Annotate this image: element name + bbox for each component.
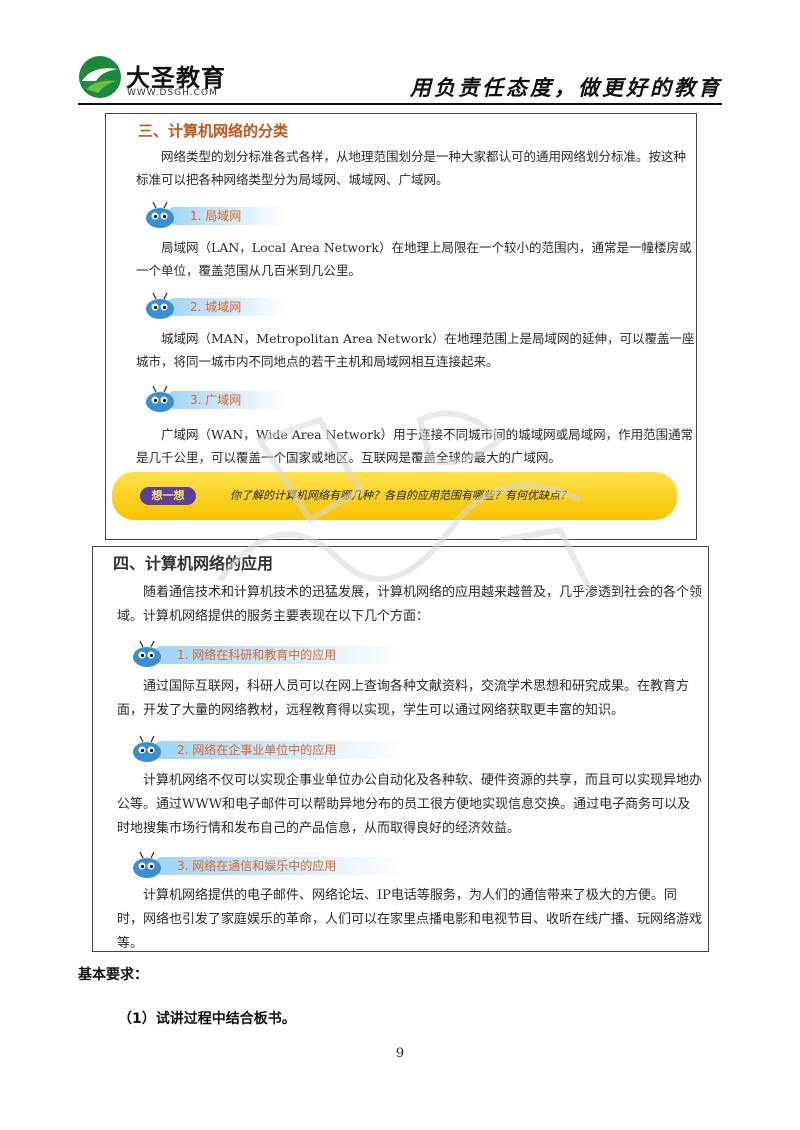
think-question: 你了解的计算机网络有哪几种？各自的应用范围有哪些？有何优缺点？ (230, 489, 571, 502)
section-network-classification: 三、计算机网络的分类 网络类型的划分标准各式各样，从地理范围划分是一种大家都认可… (105, 113, 697, 540)
requirements-title: 基本要求： (78, 967, 148, 983)
page-number: 9 (395, 1046, 405, 1061)
mascot-icon (133, 640, 161, 667)
enterprise-description: 计算机网络不仅可以实现企事业单位办公自动化及各种软、硬件资源的共享，而且可以实现… (117, 773, 703, 836)
subheading-label: 2. 网络在企事业单位中的应用 (177, 743, 337, 757)
subheading-band (153, 857, 403, 875)
subheading-band (166, 207, 286, 225)
section4-intro: 随着通信技术和计算机技术的迅猛发展，计算机网络的应用越来越普及，几乎渗透到社会的… (117, 585, 703, 624)
think-banner: 想一想 你了解的计算机网络有哪几种？各自的应用范围有哪些？有何优缺点？ (112, 472, 677, 520)
page-header: 大圣教育 WWW.DSGH.COM 用负责任态度，做更好的教育 (0, 0, 800, 108)
section-network-applications: 四、计算机网络的应用 随着通信技术和计算机技术的迅猛发展，计算机网络的应用越来越… (92, 546, 709, 952)
mascot-icon (133, 735, 161, 762)
think-chip: 想一想 (140, 487, 196, 505)
brand-url: WWW.DSGH.COM (127, 88, 218, 98)
header-slogan: 用负责任态度，做更好的教育 (410, 76, 722, 100)
subheading-band (166, 298, 286, 316)
wan-description: 广域网（WAN，Wide Area Network）用于连接不同城市间的城域网或… (136, 427, 694, 465)
mascot-icon (146, 385, 174, 412)
mascot-icon (146, 292, 174, 319)
section4-title: 四、计算机网络的应用 (113, 554, 274, 573)
subheading-label: 2. 城域网 (190, 300, 242, 314)
section3-intro: 网络类型的划分标准各式各样，从地理范围划分是一种大家都认可的通用网络划分标准。按… (136, 149, 687, 187)
subheading-label: 1. 网络在科研和教育中的应用 (177, 648, 337, 662)
man-description: 城域网（MAN，Metropolitan Area Network）在地理范围上… (136, 331, 695, 369)
subheading-label: 3. 网络在通信和娱乐中的应用 (177, 859, 337, 873)
mascot-icon (133, 851, 161, 878)
brand-name: 大圣教育 (126, 64, 226, 92)
dasheng-logo-icon (79, 56, 121, 98)
subheading-band (153, 646, 403, 664)
mascot-icon (146, 201, 174, 228)
requirement-item: （1）试讲过程中结合板书。 (118, 1011, 296, 1027)
entertainment-description: 计算机网络提供的电子邮件、网络论坛、IP电话等服务，为人们的通信带来了极大的方便… (117, 888, 703, 951)
section3-title: 三、计算机网络的分类 (138, 122, 289, 140)
lan-description: 局域网（LAN，Local Area Network）在地理上局限在一个较小的范… (136, 240, 692, 278)
subheading-label: 3. 广域网 (190, 393, 242, 407)
subheading-band (166, 391, 286, 409)
subheading-label: 1. 局域网 (190, 209, 242, 223)
header-divider (78, 103, 722, 105)
research-description: 通过国际互联网，科研人员可以在网上查询各种文献资料，交流学术思想和研究成果。在教… (117, 679, 690, 718)
subheading-band (153, 741, 403, 759)
